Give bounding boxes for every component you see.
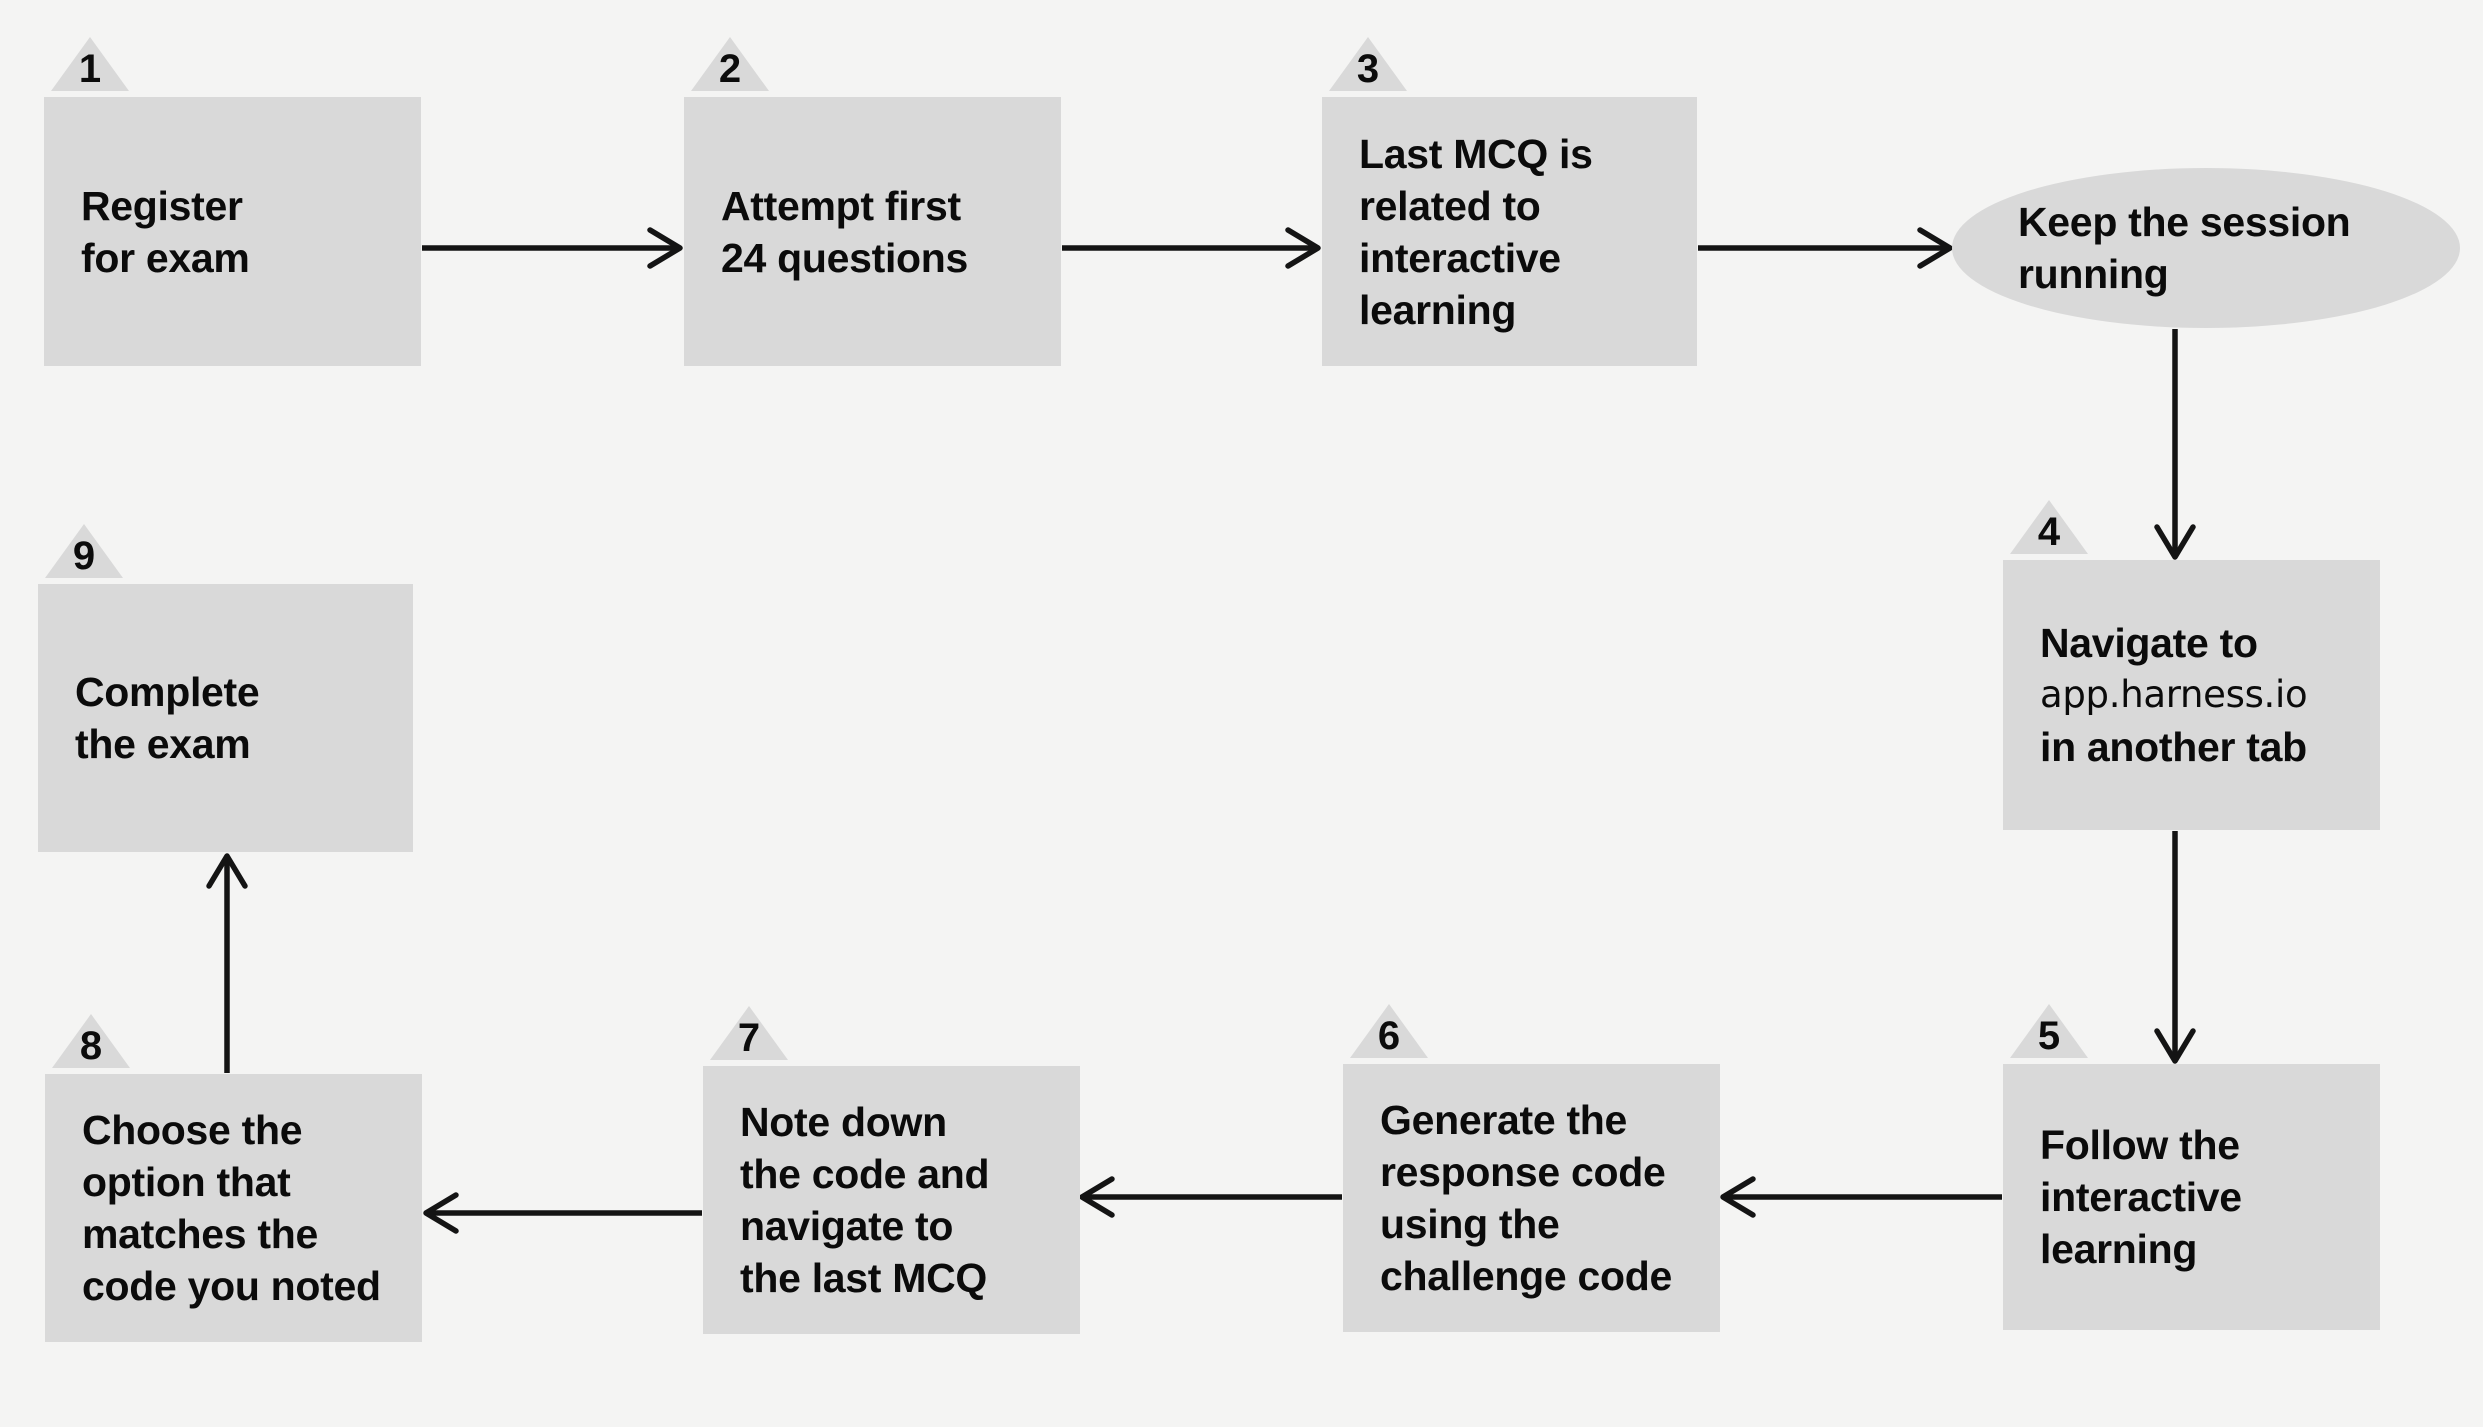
step-3-label: Last MCQ is related to interactive learn… [1359, 130, 1593, 333]
step-1-box: Register for exam [44, 97, 421, 366]
step-8-number: 8 [79, 1024, 103, 1068]
step-1-label: Register for exam [81, 182, 250, 281]
step-5-label: Follow the interactive learning [2040, 1122, 2242, 1272]
step-5-box: Follow the interactive learning [2003, 1064, 2380, 1330]
step-8-box: Choose the option that matches the code … [45, 1074, 422, 1342]
step-9-number: 9 [72, 534, 96, 578]
step-9-box: Complete the exam [38, 584, 413, 852]
step-4-line-1: Navigate to [2040, 620, 2258, 666]
step-3-number: 3 [1356, 47, 1380, 91]
step-1-number: 1 [78, 47, 102, 91]
step-7-label: Note down the code and navigate to the l… [740, 1099, 990, 1301]
step-4-box: Navigate to app.harness.io in another ta… [2003, 560, 2380, 830]
step-6-label: Generate the response code using the cha… [1380, 1097, 1673, 1299]
step-4-line-2: app.harness.io [2040, 673, 2308, 716]
step-6-number: 6 [1377, 1014, 1401, 1058]
step-8-label: Choose the option that matches the code … [82, 1107, 381, 1309]
step-6-box: Generate the response code using the cha… [1343, 1064, 1720, 1332]
step-3-box: Last MCQ is related to interactive learn… [1322, 97, 1697, 366]
keep-session-label: Keep the session running [2018, 199, 2351, 297]
step-7-number: 7 [737, 1016, 761, 1060]
step-2-number: 2 [718, 47, 742, 91]
step-4-number: 4 [2037, 510, 2061, 554]
step-4-label: Navigate to app.harness.io in another ta… [2003, 617, 2308, 773]
step-7-box: Note down the code and navigate to the l… [703, 1066, 1080, 1334]
keep-session-ellipse: Keep the session running [1952, 168, 2460, 328]
step-4-line-3: in another tab [2040, 724, 2307, 770]
step-2-box: Attempt first 24 questions [684, 97, 1061, 366]
step-9-label: Complete the exam [75, 669, 260, 767]
step-2-label: Attempt first 24 questions [721, 182, 969, 281]
step-5-number: 5 [2037, 1014, 2061, 1058]
